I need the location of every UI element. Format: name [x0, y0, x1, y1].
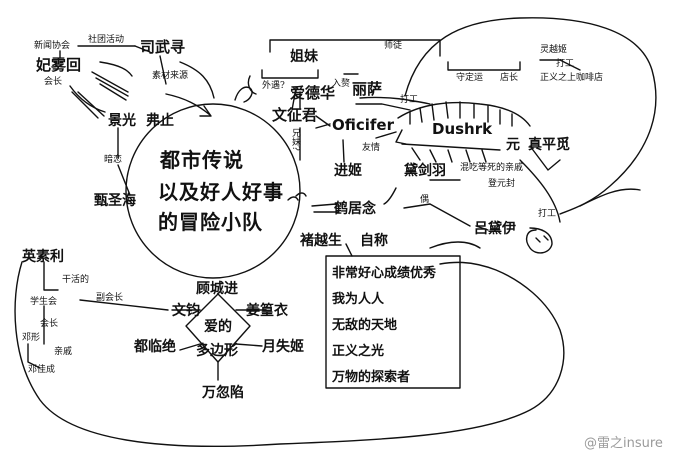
label-ou: 偶 — [420, 195, 430, 205]
node-ai-dehua: 爱德华 — [290, 84, 336, 102]
link-jing-zhen — [117, 127, 131, 196]
link-zhen-lv — [519, 159, 561, 223]
node-jie-mei: 姐妹 — [290, 49, 318, 65]
link-he-lv — [403, 203, 471, 227]
node-ling-yueji: 灵越姬 — [540, 45, 568, 55]
label-deng-yuanfeng: 登元封 — [488, 179, 516, 189]
titles-box-border — [325, 255, 461, 389]
node-jing-guang: 景光 — [108, 113, 136, 129]
link-ofi-jin — [342, 139, 345, 163]
center-title-line2: 以及好人好事 — [158, 180, 284, 204]
node-yuan: 元 — [506, 137, 520, 153]
label-dagong-1: 打工 — [400, 95, 419, 105]
link-ying-xueshenghui — [43, 261, 59, 291]
label-huizhang-2: 会长 — [40, 319, 59, 329]
node-lv-daiyi: 吕黛伊 — [474, 221, 516, 237]
title-2: 我为人人 — [332, 292, 385, 307]
node-he-junian: 鹤居念 — [334, 201, 376, 217]
node-fei-wuhui: 妃雾回 — [36, 56, 82, 74]
label-qinqi: 亲戚 — [54, 347, 73, 357]
link-chu-box — [345, 243, 353, 257]
link-dai-he — [383, 187, 397, 205]
label-zicheng: 自称 — [360, 233, 388, 249]
label-sucai-laiyuan: 素材来源 — [152, 71, 189, 81]
node-chu-yuesheng: 褚越生 — [300, 233, 342, 249]
bracket-shitu — [269, 39, 441, 57]
node-jiang-huangyi: 姜篁衣 — [246, 303, 288, 319]
lv-doodle — [525, 227, 553, 254]
label-zhengyi-kafei: 正义之上咖啡店 — [540, 73, 604, 83]
node-oficifer: Oficifer — [332, 116, 394, 134]
node-gu-chengjin: 顾城进 — [196, 281, 238, 297]
title-5: 万物的探索者 — [332, 370, 411, 385]
link-dagong-2 — [579, 188, 641, 207]
title-1: 非常好心成绩优秀 — [332, 266, 437, 281]
label-ai-de: 爱的 — [204, 319, 232, 335]
link-si-sucai — [159, 55, 167, 85]
label-huizhang-1: 会长 — [44, 77, 63, 87]
arrow-he — [311, 203, 339, 213]
label-anlian: 暗恋 — [104, 155, 123, 165]
node-wen-zhengjun: 文征君 — [272, 106, 318, 124]
bracket-dianzhang — [447, 61, 521, 71]
title-4: 正义之光 — [332, 344, 385, 359]
node-fu-zhi: 弗止 — [146, 113, 174, 129]
node-si-wuxun: 司武寻 — [140, 38, 186, 56]
bracket-jiemei — [261, 69, 319, 79]
label-shetuan-huodong: 社团活动 — [88, 35, 125, 45]
label-youqing: 友情 — [362, 143, 381, 153]
link-wen-ofi — [315, 115, 331, 129]
node-dushrk: Dushrk — [432, 120, 493, 138]
node-zhen-pingmi: 真平觅 — [528, 137, 570, 153]
link-dagong-1 — [355, 103, 411, 111]
center-title-line3: 的冒险小队 — [158, 210, 263, 234]
node-ying-suli: 英素利 — [22, 249, 64, 265]
link-waiyu — [291, 87, 301, 111]
center-title-line1: 都市传说 — [160, 148, 244, 172]
label-xueshenghui: 学生会 — [30, 297, 58, 307]
label-dianzhang: 店长 — [500, 73, 519, 83]
label-xiongmei: 兄妹? — [290, 128, 300, 151]
arrow-youqing — [375, 129, 407, 145]
label-ruzhui: 入赘 — [332, 79, 351, 89]
label-shou-zhuding: 守定运 — [456, 73, 484, 83]
node-deng-xing: 邓形 — [22, 333, 41, 343]
node-wan-hushao: 万忽陷 — [202, 385, 244, 401]
label-dagong-2: 打工 — [538, 209, 557, 219]
label-ganhuo-de: 干活的 — [62, 275, 90, 285]
node-du-linjue: 都临绝 — [134, 339, 176, 355]
label-hunjin: 混吃等死的亲戚 — [460, 163, 524, 173]
node-deng-tongren: 邓佳成 — [28, 365, 56, 375]
label-shitu: 师徒 — [384, 41, 403, 51]
label-fu-huizhang: 副会长 — [96, 293, 124, 303]
center-circle — [125, 103, 301, 279]
node-jin-ji: 进姬 — [334, 163, 362, 179]
hatch-arrow-1 — [99, 61, 133, 77]
node-yue-shiji: 月失姬 — [262, 339, 304, 355]
node-li-sa: 丽萨 — [352, 80, 383, 98]
watermark: @雷之insure — [584, 436, 663, 451]
node-dai-jianyu: 黛剑羽 — [404, 163, 446, 179]
link-fei-jing — [69, 85, 106, 113]
link-fu-huizhang — [79, 299, 169, 311]
big-loop — [404, 17, 657, 215]
label-duobianxing: 多边形 — [196, 343, 238, 359]
label-dagong-top: 打工 — [556, 59, 575, 69]
link-deng-qinqi — [27, 343, 41, 369]
label-xinwen-xiehui: 新闻协会 — [34, 41, 71, 51]
dushrk-bubble — [397, 101, 531, 127]
label-waiyu: 外遇? — [262, 81, 285, 91]
title-3: 无敌的天地 — [332, 318, 398, 333]
bottom-loop — [14, 261, 565, 448]
node-zhen-shenghai: 甄圣海 — [94, 193, 136, 209]
dushrk-underline — [401, 143, 501, 163]
node-wen-jun: 文钧 — [172, 303, 200, 319]
